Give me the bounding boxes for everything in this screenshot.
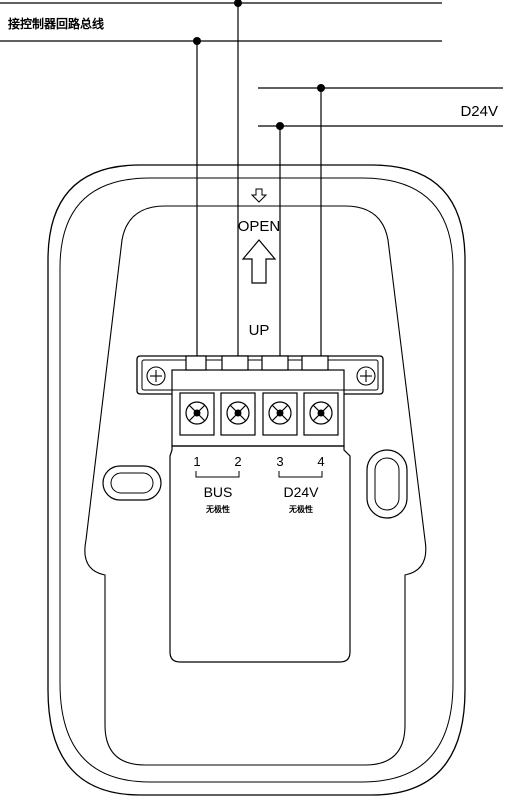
terminal-number-2: 2 (234, 454, 241, 469)
power-group-sublabel: 无极性 (288, 504, 313, 514)
terminal-cover (169, 445, 351, 663)
bus-group-label: BUS (204, 484, 233, 500)
bus-group-sublabel: 无极性 (205, 504, 230, 514)
bus-caption: 接控制器回路总线 (8, 16, 104, 31)
bus-group-bracket (195, 471, 240, 478)
power-group-bracket (278, 471, 323, 478)
wire-end-dot (276, 409, 284, 417)
junction-dot (276, 122, 284, 130)
terminal-number-4: 4 (317, 454, 324, 469)
junction-dot (317, 84, 325, 92)
terminal-number-1: 1 (193, 454, 200, 469)
open-label: OPEN (238, 218, 281, 235)
device-housing (47, 164, 466, 796)
junction-dot (193, 37, 201, 45)
mounting-slot-left (102, 465, 162, 501)
terminal-number-3: 3 (276, 454, 283, 469)
device-housing-inner (59, 177, 454, 783)
bus-lines (0, 2, 442, 418)
junction-dot (234, 0, 242, 7)
power-group-label: D24V (283, 484, 319, 500)
back-plate (84, 205, 427, 766)
mounting-slot-right (366, 449, 408, 519)
wire-end-dot (193, 409, 201, 417)
up-label: UP (249, 322, 270, 339)
power-caption: D24V (460, 103, 498, 120)
wire-end-dot (317, 409, 325, 417)
up-arrow-icon (241, 239, 277, 284)
bracket-screw-right (356, 366, 376, 386)
bracket-screw-left (146, 366, 166, 386)
small-arrow-icon (250, 188, 268, 203)
wire-end-dot (234, 409, 242, 417)
